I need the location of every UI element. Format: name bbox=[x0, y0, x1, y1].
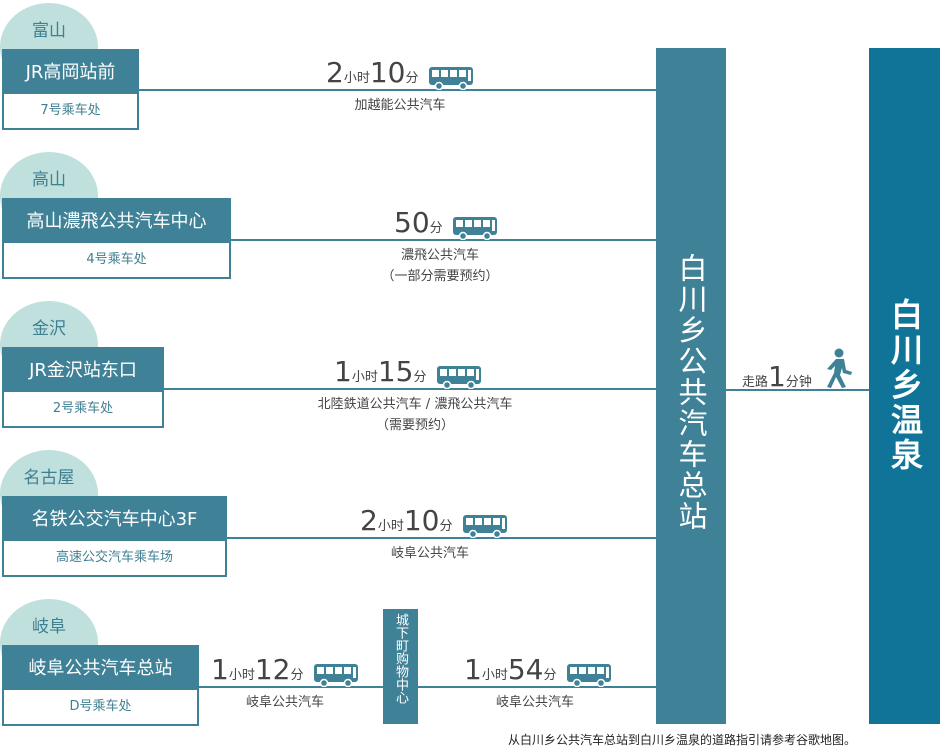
destination-bar: 白川乡温泉 bbox=[869, 48, 940, 724]
city-label: 高山 bbox=[32, 170, 66, 190]
duration-1: 2小时10分 bbox=[326, 56, 474, 90]
station-box-takaoka: JR高岡站前 7号乘车处 bbox=[2, 49, 139, 130]
transfer-stop-label: 城下町购物中心 bbox=[393, 613, 408, 704]
bus-line-5a: 岐阜公共汽车 bbox=[245, 695, 324, 710]
duration-2: 50分 bbox=[394, 206, 498, 240]
bus-line-2: 濃飛公共汽车 （一部分需要预约） bbox=[381, 248, 499, 284]
platform-label: 2号乘车处 bbox=[52, 401, 114, 416]
station-box-nagoya: 名铁公交汽车中心3F 高速公交汽车乘车场 bbox=[2, 496, 227, 577]
station-name: JR金沢站东口 bbox=[4, 349, 162, 392]
terminal-label: 白川乡公共汽车总站 bbox=[674, 253, 708, 532]
duration-3: 1小时15分 bbox=[334, 355, 482, 389]
bus-line-3: 北陸鉄道公共汽车 / 濃飛公共汽车 （需要预约） bbox=[317, 397, 513, 433]
route-line-1 bbox=[139, 89, 656, 91]
station-name: JR高岡站前 bbox=[4, 51, 137, 94]
station-box-takayama: 高山濃飛公共汽车中心 4号乘车处 bbox=[2, 198, 231, 279]
bus-icon bbox=[436, 365, 481, 389]
bus-icon bbox=[462, 514, 507, 538]
duration-5b: 1小时54分 bbox=[464, 653, 612, 687]
platform-label: 4号乘车处 bbox=[86, 252, 147, 267]
route-line-2 bbox=[231, 239, 656, 241]
city-label: 金沢 bbox=[32, 319, 66, 339]
platform-label: 7号乘车处 bbox=[40, 103, 101, 118]
footnote: 从白川乡公共汽车总站到白川乡温泉的道路指引请参考谷歌地图。 bbox=[508, 733, 857, 747]
bus-icon bbox=[313, 663, 358, 687]
station-box-kanazawa: JR金沢站东口 2号乘车处 bbox=[2, 347, 164, 428]
bus-icon bbox=[428, 66, 473, 90]
transfer-stop-bar: 城下町购物中心 bbox=[383, 609, 418, 724]
duration-5a: 1小时12分 bbox=[211, 653, 359, 687]
walk-duration: 走路1分钟 bbox=[742, 360, 812, 393]
terminal-bar: 白川乡公共汽车总站 bbox=[656, 48, 726, 724]
bus-line-1: 加越能公共汽车 bbox=[354, 98, 446, 113]
city-label: 富山 bbox=[32, 21, 66, 41]
bus-line-4: 岐阜公共汽车 bbox=[390, 546, 469, 561]
platform-label: 高速公交汽车乘车场 bbox=[55, 550, 173, 565]
route-line-5a bbox=[199, 686, 383, 688]
station-name: 岐阜公共汽车总站 bbox=[4, 647, 197, 690]
walking-person-icon bbox=[827, 348, 852, 388]
walk-line bbox=[726, 389, 869, 391]
bus-line-5b: 岐阜公共汽车 bbox=[495, 695, 574, 710]
destination-label: 白川乡温泉 bbox=[886, 298, 924, 473]
route-line-4 bbox=[227, 537, 656, 539]
route-line-3 bbox=[164, 388, 656, 390]
bus-icon bbox=[566, 663, 611, 687]
city-label: 岐阜 bbox=[32, 617, 66, 637]
bus-icon bbox=[452, 216, 497, 240]
platform-label: D号乘车处 bbox=[69, 699, 132, 714]
city-label: 名古屋 bbox=[23, 468, 75, 488]
duration-4: 2小时10分 bbox=[360, 504, 508, 538]
station-box-gifu: 岐阜公共汽车总站 D号乘车处 bbox=[2, 645, 199, 726]
route-line-5b bbox=[418, 686, 656, 688]
station-name: 高山濃飛公共汽车中心 bbox=[4, 200, 229, 243]
station-name: 名铁公交汽车中心3F bbox=[4, 498, 225, 541]
